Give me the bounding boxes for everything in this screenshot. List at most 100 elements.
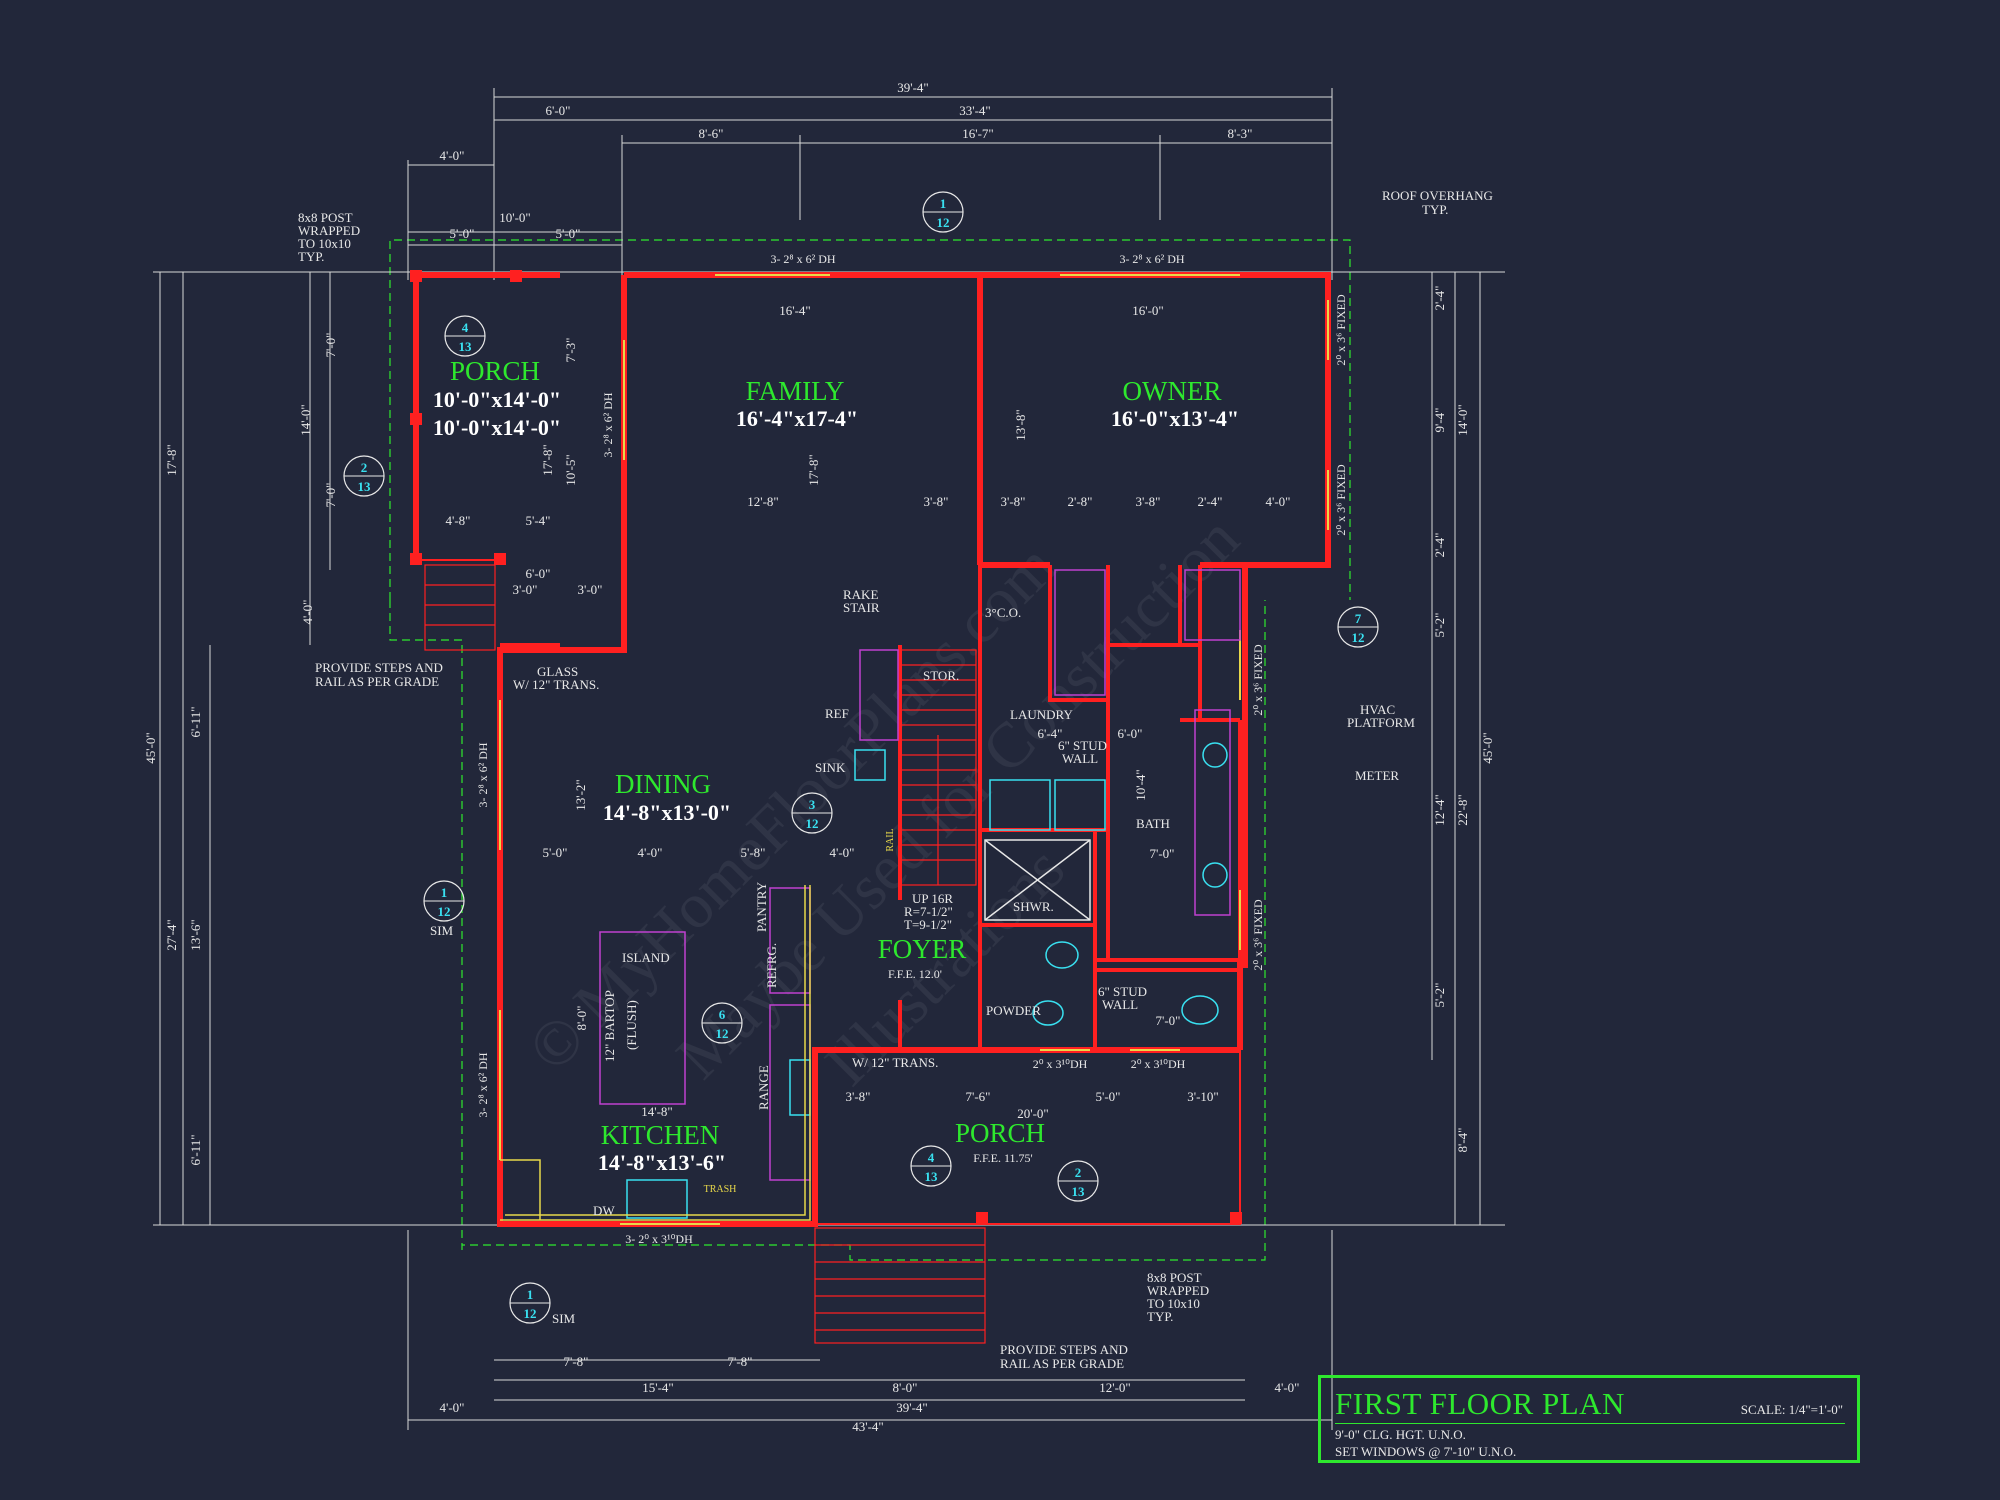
- label-stair-info: R=7-1/2": [904, 904, 953, 919]
- section-tag: 213: [343, 455, 385, 497]
- section-tag: 712: [1337, 606, 1379, 648]
- section-tag-sheet: 12: [937, 215, 950, 230]
- dim-dining-height: 13'-2": [573, 779, 588, 810]
- title-block-scale: SCALE: 1/4"=1'-0": [1740, 1402, 1843, 1417]
- label-refrigerator: REFRG.: [764, 943, 779, 988]
- section-tag: 213: [1057, 1160, 1099, 1202]
- dim-owner-width: 16'-0": [1132, 303, 1163, 318]
- label-island: ISLAND: [622, 950, 670, 965]
- label-glass: W/ 12" TRANS.: [513, 677, 599, 692]
- label-sink: SINK: [815, 760, 846, 775]
- section-tag: 112: [509, 1282, 551, 1324]
- room-size-family: 16'-4"x17-4": [736, 406, 858, 431]
- dim-family-height: 17'-8": [806, 454, 821, 485]
- dim-dining-row: 5'-0": [543, 845, 568, 860]
- label-rail: RAIL: [885, 828, 896, 851]
- window-label-fixed: 2⁰ x 3⁶ FIXED: [1334, 464, 1348, 536]
- label-range: RANGE: [756, 1065, 771, 1110]
- dim-left-total: 45'-0": [143, 732, 158, 763]
- dim-right-small: 9'-4": [1432, 408, 1447, 433]
- room-name-owner: OWNER: [1123, 376, 1222, 406]
- section-tag: 312: [791, 792, 833, 834]
- section-tag-number: 1: [940, 196, 947, 211]
- room-name-family: FAMILY: [746, 376, 845, 406]
- dim-entry-row: 3'-0": [513, 582, 538, 597]
- section-tag-sheet: 12: [1352, 630, 1365, 645]
- window-label-fixed: 2⁰ x 3⁶ FIXED: [1251, 899, 1265, 971]
- dim-porch-height: 17'-8": [540, 444, 555, 475]
- room-name-foyer: FOYER: [878, 934, 967, 964]
- dim-mid-row: 2'-8": [1068, 494, 1093, 509]
- room-name-kitchen: KITCHEN: [601, 1120, 719, 1150]
- window-label-porch-side: 3- 2⁸ x 6² DH: [601, 392, 615, 457]
- dim-bath: 7'-0": [1156, 1013, 1181, 1028]
- section-tag-number: 4: [462, 320, 469, 335]
- title-block-note: SET WINDOWS @ 7'-10" U.N.O.: [1335, 1444, 1517, 1459]
- label-steps-left: PROVIDE STEPS AND: [315, 660, 443, 675]
- dim-bottom-seg: 15'-4": [642, 1380, 673, 1395]
- dim-left-mid: 13'-6": [188, 919, 203, 950]
- section-tag-number: 2: [1075, 1165, 1082, 1180]
- dim-right-small: 5'-2": [1432, 613, 1447, 638]
- label-bartop: 12" BARTOP: [602, 990, 617, 1062]
- label-roof-overhang: ROOF OVERHANG: [1382, 188, 1493, 203]
- label-sim: SIM: [430, 923, 454, 938]
- dim-mid-row: 12'-8": [747, 494, 778, 509]
- section-tag-sheet: 13: [358, 479, 372, 494]
- dim-porch-offset: 4'-0": [440, 148, 465, 163]
- dim-mid-row: 3'-8": [924, 494, 949, 509]
- label-hvac: HVAC: [1360, 702, 1395, 717]
- dim-left-seg: 6'-11": [188, 707, 203, 738]
- section-tag-number: 2: [361, 460, 368, 475]
- dim-mid-row: 3'-8": [1001, 494, 1026, 509]
- watermark: © MyHomeFloorPlans.com Maybe Used for Co…: [514, 502, 1252, 1098]
- dim-owner-height: 13'-8": [1013, 409, 1028, 440]
- dim-right-small: 5'-2": [1432, 983, 1447, 1008]
- dim-porch-bottom: 5'-4": [526, 513, 551, 528]
- room-sub-porch-front: F.F.E. 11.75': [973, 1151, 1032, 1165]
- dim-island-height: 8'-0": [574, 1006, 589, 1031]
- label-sim: SIM: [552, 1311, 576, 1326]
- dim-right-small: 2'-4": [1432, 533, 1447, 558]
- section-tag-number: 6: [719, 1007, 726, 1022]
- dim-dining-row: 4'-0": [638, 845, 663, 860]
- section-tag: 112: [922, 191, 964, 233]
- section-tag: 612: [701, 1002, 743, 1044]
- front-steps: [814, 1227, 986, 1344]
- section-tag: 112: [423, 880, 465, 922]
- label-post-nw: WRAPPED: [298, 223, 360, 238]
- window-label-kitchen-bottom: 3- 2⁰ x 3¹⁰DH: [625, 1232, 693, 1246]
- window-label-front: 2⁰ x 3¹⁰DH: [1033, 1057, 1088, 1071]
- label-post-se: 8x8 POST: [1147, 1270, 1202, 1285]
- label-ref: REF: [825, 706, 849, 721]
- label-post-nw: TO 10x10: [298, 236, 351, 251]
- room-size-kitchen: 14'-8"x13'-6": [598, 1150, 726, 1175]
- label-pantry: PANTRY: [754, 881, 769, 932]
- dim-dining-row: 4'-0": [830, 845, 855, 860]
- dim-bath: 7'-0": [1150, 846, 1175, 861]
- section-tag-sheet: 12: [438, 904, 451, 919]
- dim-left-porch: 14'-0": [298, 404, 313, 435]
- porch-rail: [415, 282, 1241, 1225]
- label-post-se: WRAPPED: [1147, 1283, 1209, 1298]
- label-laundry: LAUNDRY: [1010, 707, 1073, 722]
- label-stair-info: T=9-1/2": [904, 917, 952, 932]
- dim-right-seg: 14'-0": [1455, 404, 1470, 435]
- rake-stair: [899, 649, 977, 886]
- section-tag: 413: [910, 1145, 952, 1187]
- dim-top-left: 6'-0": [546, 103, 571, 118]
- section-tag-sheet: 13: [459, 339, 473, 354]
- label-stud-wall: 6" STUD: [1058, 738, 1107, 753]
- window-label-fixed: 2⁰ x 3⁶ FIXED: [1334, 294, 1348, 366]
- dim-porch-bottom: 4'-8": [446, 513, 471, 528]
- dim-bottom-end: 4'-0": [1275, 1380, 1300, 1395]
- window-label-top-owner: 3- 2⁸ x 6² DH: [1119, 252, 1184, 266]
- roof-overhang-outline: [389, 239, 1351, 1261]
- label-shower: SHWR.: [1013, 899, 1054, 914]
- dim-left-seg: 27'-4": [164, 919, 179, 950]
- dim-top-seg: 16'-7": [962, 126, 993, 141]
- label-storage: STOR.: [923, 668, 959, 683]
- label-stud-wall: 6" STUD: [1098, 984, 1147, 999]
